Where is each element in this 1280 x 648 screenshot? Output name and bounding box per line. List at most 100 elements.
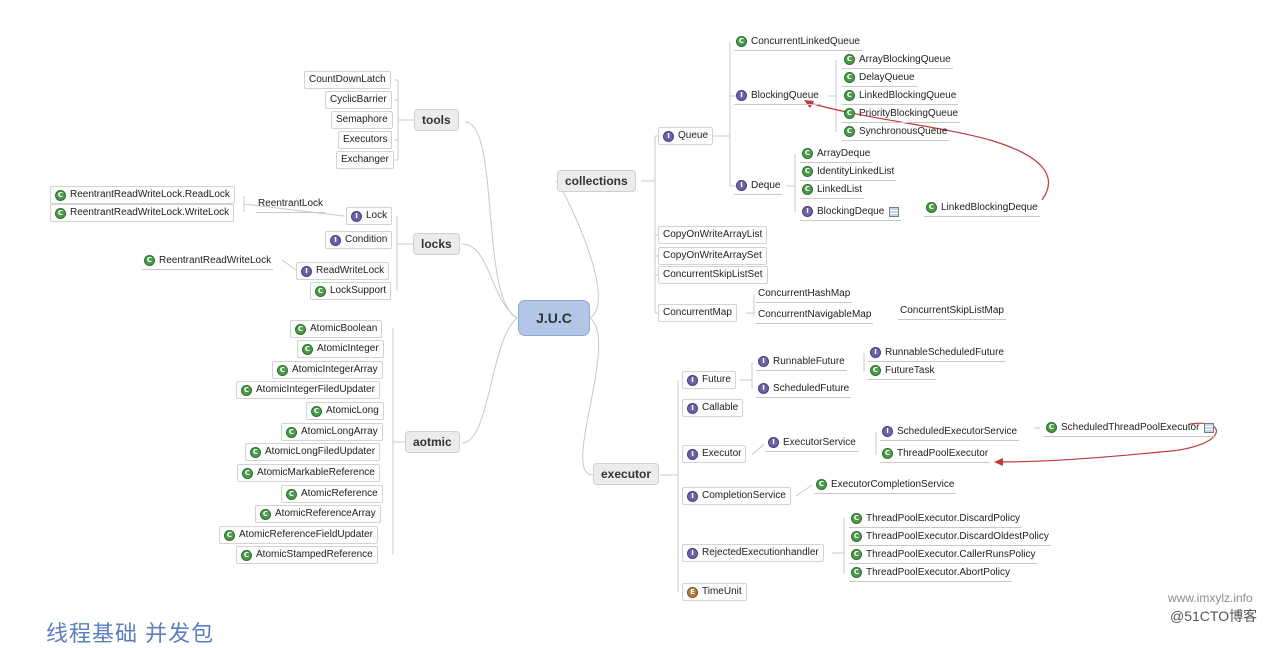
atomic-item[interactable]: AtomicStampedReference xyxy=(236,546,378,564)
note-icon xyxy=(889,206,900,217)
coll-concurrent-map[interactable]: ConcurrentMap xyxy=(658,304,737,322)
note-icon xyxy=(1204,422,1215,433)
coll-blocking-deque[interactable]: BlockingDeque xyxy=(800,203,902,221)
class-icon xyxy=(802,184,813,195)
atomic-item[interactable]: AtomicInteger xyxy=(297,340,384,358)
locks-lock-support[interactable]: LockSupport xyxy=(310,282,392,300)
class-icon xyxy=(926,202,937,213)
atomic-item[interactable]: AtomicLongFiledUpdater xyxy=(245,443,381,461)
exec-runnable-scheduled-future[interactable]: RunnableScheduledFuture xyxy=(868,344,1006,362)
exec-time-unit[interactable]: TimeUnit xyxy=(682,583,747,601)
coll-deque-item[interactable]: ArrayDeque xyxy=(800,145,873,163)
branch-aotmic[interactable]: aotmic xyxy=(405,431,460,453)
branch-collections[interactable]: collections xyxy=(557,170,636,192)
class-icon xyxy=(802,148,813,159)
atomic-item[interactable]: AtomicReferenceArray xyxy=(255,505,381,523)
interface-icon xyxy=(330,234,341,246)
atomic-item[interactable]: AtomicBoolean xyxy=(290,320,383,338)
interface-icon xyxy=(687,374,698,386)
locks-reentrant-rw-lock[interactable]: ReentrantReadWriteLock xyxy=(142,252,274,270)
interface-icon xyxy=(736,90,747,101)
exec-executor[interactable]: Executor xyxy=(682,445,747,463)
exec-policy[interactable]: ThreadPoolExecutor.DiscardPolicy xyxy=(849,510,1022,528)
interface-icon xyxy=(758,383,769,394)
locks-read-write-lock[interactable]: ReadWriteLock xyxy=(296,262,390,280)
coll-linked-blocking-deque[interactable]: LinkedBlockingDeque xyxy=(924,199,1040,217)
exec-rejected-handler[interactable]: RejectedExecutionhandler xyxy=(682,544,824,562)
class-icon xyxy=(851,513,862,524)
exec-executor-service[interactable]: ExecutorService xyxy=(766,434,858,452)
atomic-item[interactable]: AtomicIntegerArray xyxy=(272,361,383,379)
site-watermark: www.imxylz.info xyxy=(1168,591,1253,605)
coll-concurrent-navigable-map[interactable]: ConcurrentNavigableMap xyxy=(756,306,874,324)
exec-executor-completion-service[interactable]: ExecutorCompletionService xyxy=(814,476,957,494)
root-node[interactable]: J.U.C xyxy=(518,300,590,336)
atomic-item[interactable]: AtomicReferenceFieldUpdater xyxy=(219,526,378,544)
locks-read-lock[interactable]: ReentrantReadWriteLock.ReadLock xyxy=(50,186,235,204)
class-icon xyxy=(816,479,827,490)
coll-concurrent-linked-queue[interactable]: ConcurrentLinkedQueue xyxy=(734,33,862,51)
exec-policy[interactable]: ThreadPoolExecutor.CallerRunsPolicy xyxy=(849,546,1038,564)
interface-icon xyxy=(882,426,893,437)
coll-bq-item[interactable]: LinkedBlockingQueue xyxy=(842,87,959,105)
exec-scheduled-executor-service[interactable]: ScheduledExecutorService xyxy=(880,423,1020,441)
coll-cow-set[interactable]: CopyOnWriteArraySet xyxy=(658,247,767,265)
exec-scheduled-thread-pool-executor[interactable]: ScheduledThreadPoolExecutor xyxy=(1044,419,1217,437)
tools-item[interactable]: Exchanger xyxy=(336,151,394,169)
class-icon xyxy=(55,207,66,219)
coll-deque-item[interactable]: IdentityLinkedList xyxy=(800,163,897,181)
coll-blocking-queue[interactable]: BlockingQueue xyxy=(734,87,821,105)
atomic-item[interactable]: AtomicLong xyxy=(306,402,384,420)
tools-item[interactable]: CyclicBarrier xyxy=(325,91,392,109)
coll-bq-item[interactable]: PriorityBlockingQueue xyxy=(842,105,960,123)
class-icon xyxy=(250,446,261,458)
exec-policy[interactable]: ThreadPoolExecutor.AbortPolicy xyxy=(849,564,1012,582)
coll-skip-list-set[interactable]: ConcurrentSkipListSet xyxy=(658,266,768,284)
exec-thread-pool-executor[interactable]: ThreadPoolExecutor xyxy=(880,445,991,463)
class-icon xyxy=(736,36,747,47)
exec-future[interactable]: Future xyxy=(682,371,736,389)
coll-bq-item[interactable]: DelayQueue xyxy=(842,69,917,87)
atomic-item[interactable]: AtomicIntegerFiledUpdater xyxy=(236,381,380,399)
class-icon xyxy=(302,343,313,355)
exec-scheduled-future[interactable]: ScheduledFuture xyxy=(756,380,852,398)
exec-policy[interactable]: ThreadPoolExecutor.DiscardOldestPolicy xyxy=(849,528,1051,546)
class-icon xyxy=(224,529,235,541)
coll-concurrent-skip-list-map[interactable]: ConcurrentSkipListMap xyxy=(898,302,1006,320)
class-icon xyxy=(844,72,855,83)
class-icon xyxy=(144,255,155,266)
coll-bq-item[interactable]: ArrayBlockingQueue xyxy=(842,51,953,69)
branch-locks[interactable]: locks xyxy=(413,233,460,255)
class-icon xyxy=(851,567,862,578)
locks-write-lock[interactable]: ReentrantReadWriteLock.WriteLock xyxy=(50,204,235,222)
coll-queue[interactable]: Queue xyxy=(658,127,714,145)
interface-icon xyxy=(301,265,312,277)
exec-completion-service[interactable]: CompletionService xyxy=(682,487,791,505)
atomic-item[interactable]: AtomicMarkableReference xyxy=(237,464,380,482)
interface-icon xyxy=(870,347,881,358)
atomic-item[interactable]: AtomicReference xyxy=(281,485,383,503)
coll-deque-item[interactable]: LinkedList xyxy=(800,181,865,199)
coll-cow-list[interactable]: CopyOnWriteArrayList xyxy=(658,226,768,244)
locks-reentrant-lock[interactable]: ReentrantLock xyxy=(256,195,326,213)
class-icon xyxy=(844,126,855,137)
branch-tools[interactable]: tools xyxy=(414,109,459,131)
interface-icon xyxy=(663,130,674,142)
atomic-item[interactable]: AtomicLongArray xyxy=(281,423,383,441)
coll-bq-item[interactable]: SynchronousQueue xyxy=(842,123,950,141)
locks-lock[interactable]: Lock xyxy=(346,207,393,225)
coll-concurrent-hash-map[interactable]: ConcurrentHashMap xyxy=(756,285,853,303)
root-label: J.U.C xyxy=(536,310,572,326)
class-icon xyxy=(802,166,813,177)
exec-future-task[interactable]: FutureTask xyxy=(868,362,937,380)
class-icon xyxy=(844,90,855,101)
locks-condition[interactable]: Condition xyxy=(325,231,393,249)
exec-callable[interactable]: Callable xyxy=(682,399,744,417)
tools-item[interactable]: Executors xyxy=(338,131,393,149)
coll-deque[interactable]: Deque xyxy=(734,177,783,195)
branch-executor[interactable]: executor xyxy=(593,463,660,485)
class-icon xyxy=(55,189,66,201)
tools-item[interactable]: CountDownLatch xyxy=(304,71,391,89)
exec-runnable-future[interactable]: RunnableFuture xyxy=(756,353,847,371)
tools-item[interactable]: Semaphore xyxy=(331,111,393,129)
